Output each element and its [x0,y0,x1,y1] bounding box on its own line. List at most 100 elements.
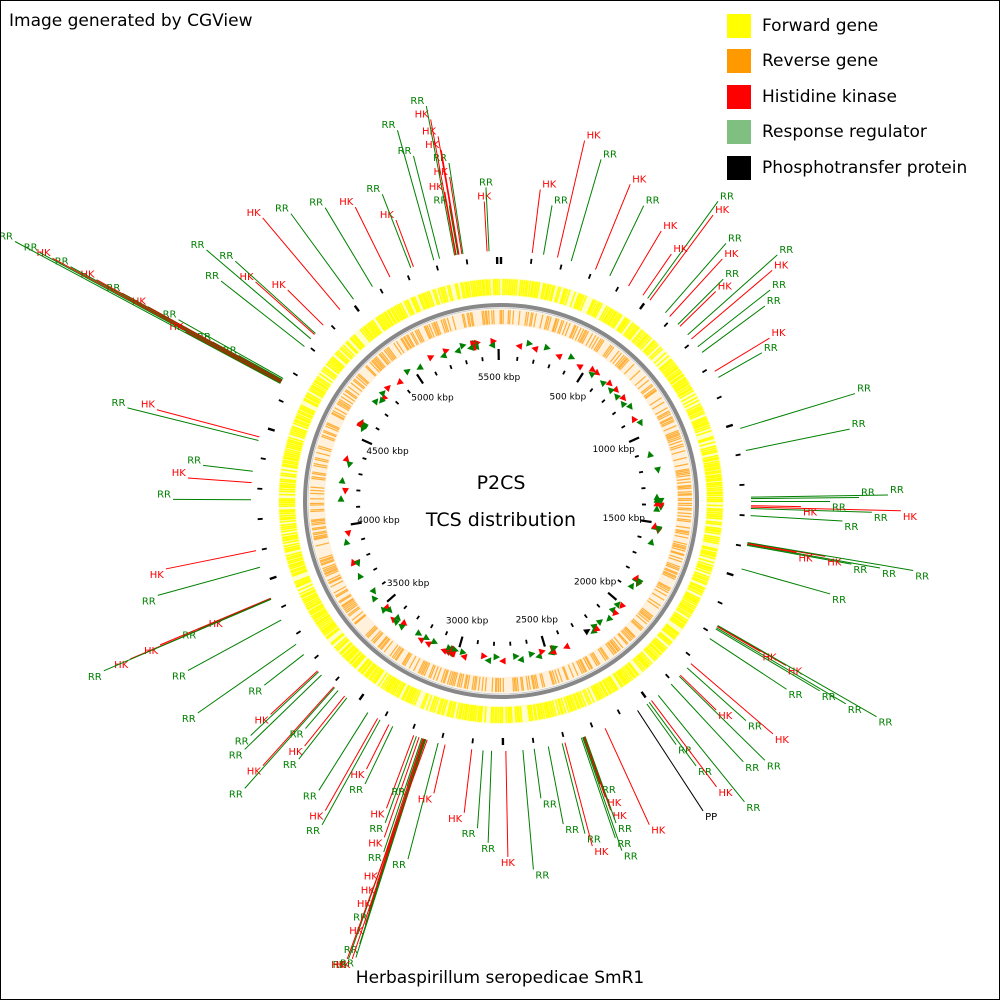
reverse-gene [344,602,357,612]
reverse-gene [423,662,431,677]
reverse-gene [634,375,647,386]
hk-marker [383,384,391,393]
forward-gene [703,460,720,465]
reverse-gene [384,348,395,361]
reverse-gene [321,435,335,442]
forward-gene [316,615,331,626]
outer-ring-mark [269,575,277,581]
outer-ring-mark [310,347,316,352]
callout-label-rr: RR [852,419,866,430]
outer-ring-mark [529,258,533,264]
callout-label-rr: RR [392,860,406,871]
reverse-gene [558,320,565,335]
forward-gene [706,484,723,488]
forward-gene [664,624,679,636]
minor-tick [476,639,480,645]
forward-gene [289,563,306,570]
forward-gene [460,282,465,299]
callout-label-rr: RR [187,455,201,466]
reverse-gene [640,383,653,394]
forward-gene [554,699,561,716]
reverse-gene [370,630,382,642]
forward-gene [280,474,297,478]
reverse-gene [311,519,326,523]
callout-label-rr: RR [874,513,888,524]
forward-gene [490,706,493,723]
rr-marker [655,525,663,533]
forward-gene [312,609,327,620]
outer-ring-mark [353,304,360,313]
reverse-gene [325,423,340,431]
forward-gene [618,318,630,333]
reverse-gene [517,310,521,325]
forward-gene [421,293,429,309]
forward-gene [706,511,723,515]
callout-line [628,230,662,287]
forward-gene [704,534,721,539]
forward-gene [546,284,552,301]
forward-gene [283,455,300,461]
forward-gene [360,660,372,674]
forward-gene [292,422,309,430]
reverse-gene [338,593,351,603]
reverse-gene [665,431,680,438]
callout-line [747,543,797,554]
reverse-gene [415,329,424,343]
backbone-inner-edge [307,307,695,695]
forward-gene [284,448,301,454]
reverse-gene [609,640,619,653]
reverse-gene [677,507,692,510]
forward-gene [446,285,453,302]
rr-marker [385,606,393,614]
reverse-gene [460,673,465,688]
reverse-gene [596,339,605,353]
callout-label-rr: RR [112,398,126,409]
forward-gene [540,283,545,300]
outer-ring-mark [640,691,647,699]
reverse-gene [629,369,641,381]
forward-gene [288,436,304,443]
reverse-gene [607,641,618,654]
rr-marker [627,582,634,591]
outer-ring-mark [292,372,298,377]
forward-gene [686,405,702,414]
reverse-gene [426,324,433,339]
major-tick [458,636,464,648]
forward-gene [310,385,326,396]
reverse-gene [677,491,692,493]
rr-marker [380,606,388,614]
forward-gene [361,661,373,675]
forward-gene [308,388,324,399]
forward-gene [349,337,362,351]
tcs-marker-track [337,337,665,665]
callout-line [691,269,773,340]
callout-label-rr: RR [861,488,875,499]
reverse-gene [657,582,671,591]
reverse-gene [375,356,386,368]
forward-gene [476,705,481,722]
callout-line [686,667,747,722]
reverse-gene [335,589,349,598]
callout-line [747,544,881,569]
callout-line [646,703,677,745]
hk-marker [480,652,488,660]
reverse-gene [373,632,384,644]
forward-gene [651,640,664,653]
reverse-gene [471,675,475,690]
gene-tracks [278,278,724,724]
reverse-gene [393,342,403,355]
callout-label-hk: HK [370,809,385,820]
reverse-gene [588,334,597,348]
forward-gene [575,294,584,310]
reverse-gene [677,487,692,490]
forward-gene [305,598,321,608]
callout-label-hk: HK [827,557,842,568]
reverse-gene [611,638,621,651]
forward-gene [706,483,723,486]
outer-ring-mark [685,651,691,657]
forward-gene [689,582,705,591]
reverse-gene [354,614,367,625]
forward-gene [634,331,647,346]
reverse-gene [563,666,570,680]
organism-name: Herbaspirillum seropedicae SmR1 [355,968,645,988]
